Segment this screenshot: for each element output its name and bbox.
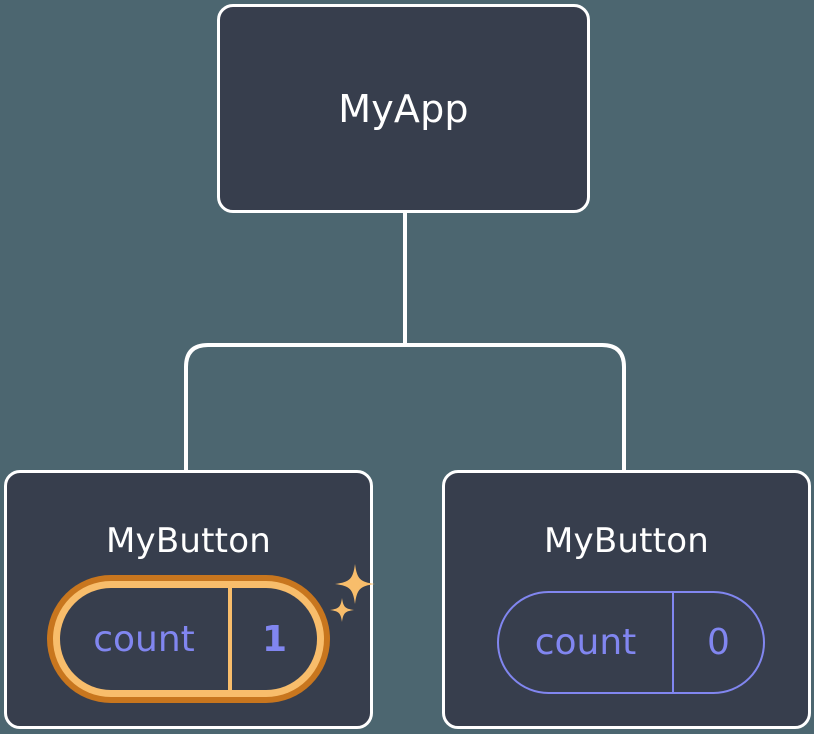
state-value-label: 1	[261, 618, 288, 660]
node-title-root: MyApp	[338, 86, 469, 131]
state-pill-highlighted[interactable]: count 1	[47, 575, 330, 703]
tree-node-mybutton-right[interactable]: MyButton count 0	[442, 470, 811, 729]
tree-node-mybutton-left[interactable]: MyButton count 1	[4, 470, 373, 729]
state-value-label: 0	[707, 622, 730, 663]
node-title-child-right: MyButton	[544, 521, 709, 561]
state-pill-core: count 1	[60, 588, 317, 690]
state-key-label: count	[499, 593, 674, 692]
state-pill-plain[interactable]: count 0	[497, 591, 765, 694]
node-title-child-left: MyButton	[106, 521, 271, 561]
tree-node-myapp[interactable]: MyApp	[217, 4, 590, 213]
state-key-label: count	[60, 588, 232, 690]
